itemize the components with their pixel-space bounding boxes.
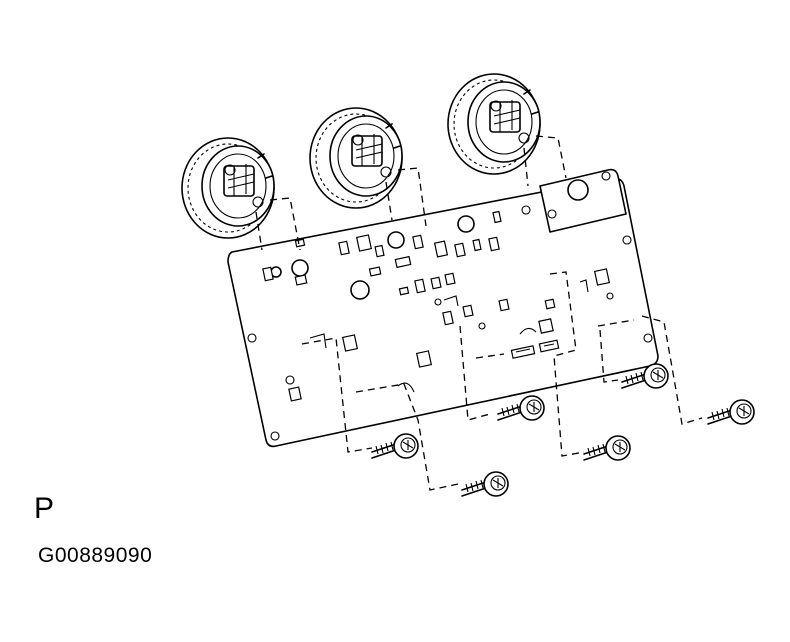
screw-1 [371,433,419,459]
control-knob-right [447,73,541,175]
screw-2 [461,471,509,497]
circuit-board [227,168,659,448]
control-knob-center [309,107,403,209]
screw-4 [583,435,631,461]
screw-3 [497,395,545,421]
knob-alignment-lines [255,135,567,251]
figure-code: G00889090 [38,544,153,567]
screw-locator-lines [301,271,703,491]
view-letter: P [34,492,55,525]
control-knob-left [181,137,275,239]
screw-6 [707,399,755,425]
